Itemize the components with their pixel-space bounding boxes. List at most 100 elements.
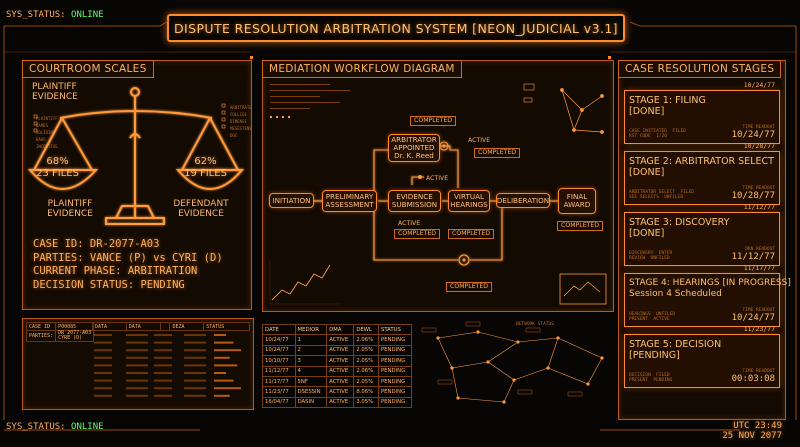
table-cell: ACTIVE (326, 334, 355, 346)
page-title: DISPUTE RESOLUTION ARBITRATION SYSTEM [N… (167, 14, 625, 42)
panel-title: CASE RESOLUTION STAGES (618, 60, 782, 78)
tag-completed: COMPLETED (446, 282, 493, 292)
table-cell: PENDING (377, 396, 413, 409)
table-cell: ACTIVE (326, 344, 355, 357)
record-fill-bar (184, 372, 206, 374)
stage-card-decision[interactable]: 11/23/77 STAGE 5: DECISION [PENDING] DEC… (624, 325, 780, 388)
record-fill-bar (94, 364, 112, 367)
record-fill-bar (126, 334, 148, 336)
table-cell: 16/04/77 (262, 396, 296, 409)
panel-title: MEDIATION WORKFLOW DIAGRAM (262, 60, 462, 78)
record-fill-bar (214, 394, 230, 397)
stage-card-hearings[interactable]: 11/17/77 STAGE 4: HEARINGS [IN PROGRESS]… (624, 264, 791, 327)
table-cell: PENDING (377, 355, 413, 367)
record-fill-bar (154, 341, 172, 344)
record-fill-bar (154, 387, 172, 390)
node-deliberation[interactable]: DELIBERATION (496, 193, 550, 208)
record-fill-bar (184, 356, 206, 359)
panel-title: COURTROOM SCALES (22, 60, 154, 78)
tag-completed: COMPLETED (474, 148, 521, 158)
record-fill-bar (94, 356, 112, 359)
table-cell: 3.05% (353, 396, 379, 409)
table-cell: 11/23/77 (262, 386, 296, 398)
stage-card-filing[interactable]: 10/24/77 STAGE 1: FILING [DONE] CASE INI… (624, 81, 780, 144)
table-cell: PENDING (377, 375, 413, 388)
table-cell: 10/24/77 (262, 334, 296, 346)
record-fill-bar (154, 379, 172, 382)
table-cell: 2.06% (353, 334, 379, 346)
table-cell: 2.05% (353, 375, 379, 388)
record-fill-bar (154, 372, 172, 374)
table-cell: ACTIVE (326, 375, 355, 388)
record-fill-bar (214, 349, 241, 352)
record-fill-bar (184, 394, 206, 397)
table-cell: 3 (294, 355, 328, 367)
node-final-award[interactable]: FINAL AWARD (558, 188, 596, 214)
case-info-block: CASE ID: DR-2077-A03 PARTIES: VANCE (P) … (33, 238, 223, 292)
defendant-evidence-label: DEFENDANT EVIDENCE (173, 199, 229, 219)
network-status-label: NETWORK STATUS (516, 322, 554, 327)
record-fill-bar (214, 379, 234, 382)
record-fill-bar (154, 394, 172, 397)
record-fill-bar (154, 349, 172, 352)
workflow-decoration (269, 83, 607, 305)
table-cell: PENDING (377, 344, 413, 357)
table-cell: 10/24/77 (262, 344, 296, 357)
case-parties: PARTIES: VANCE (P) vs CYRI (D) (33, 251, 223, 264)
record-fill-bar (94, 341, 112, 344)
table-cell: 2 (294, 344, 328, 357)
tag-active: ACTIVE (468, 137, 491, 144)
record-fill-bar (184, 341, 206, 344)
table-cell: 8.06% (353, 386, 379, 398)
node-initiation[interactable]: INITIATION (269, 193, 314, 208)
table-cell: ACTIVE (326, 355, 355, 367)
record-fill-bar (184, 379, 206, 382)
sys-status-bottom: SYS_STATUS: ONLINE (6, 422, 104, 432)
record-fill-bar (126, 394, 148, 397)
table-cell: PENDING (377, 386, 413, 398)
table-cell: 5NF (294, 375, 328, 388)
tag-active: ACTIVE (426, 175, 449, 182)
system-clock: UTC 23:49 25 NOV 2077 (722, 421, 782, 441)
stage-card-discovery[interactable]: 11/12/77 STAGE 3: DISCOVERY [DONE] DISCO… (624, 203, 780, 266)
node-arbitrator-appointed[interactable]: ARBITRATOR APPOINTED Dr. K. Reed (388, 134, 440, 162)
node-evidence-submission[interactable]: EVIDENCE SUBMISSION (388, 190, 441, 212)
node-preliminary-assessment[interactable]: PRELIMINARY ASSESSMENT (322, 190, 377, 212)
node-virtual-hearings[interactable]: VIRTUAL HEARINGS (448, 190, 490, 212)
plaintiff-evidence-label: PLAINTIFF EVIDENCE (47, 199, 93, 219)
record-fill-bar (184, 334, 206, 336)
record-fill-bar (154, 356, 172, 359)
record-fill-bar (126, 372, 148, 374)
record-fill-bar (154, 364, 172, 367)
stage-card-arbitrator-select[interactable]: 10/28/77 STAGE 2: ARBITRATOR SELECT [DON… (624, 142, 780, 205)
record-fill-bar (94, 387, 112, 390)
table-cell: DSESSIN (294, 386, 328, 398)
record-fill-bar (184, 364, 206, 367)
scale-legend-right: ARBITRATE COLLIGE DIMENSE MESESTENS DOC (230, 105, 252, 138)
record-fill-bar (214, 364, 238, 367)
record-fill-bar (214, 334, 226, 336)
record-fill-bar (126, 387, 148, 390)
record-fill-bar (184, 387, 206, 390)
table-cell: 2.05% (353, 355, 379, 367)
decision-status: DECISION STATUS: PENDING (33, 278, 185, 291)
courtroom-scales-panel: COURTROOM SCALES (22, 60, 252, 310)
table-cell: PENDING (377, 334, 413, 346)
record-data-table: DATA DATA DEZA STATUS (92, 322, 250, 331)
record-fill-bar (126, 379, 148, 382)
tag-completed: COMPLETED (448, 229, 495, 239)
table-cell: 1 (294, 334, 328, 346)
record-fill-bar (214, 372, 226, 374)
table-cell: 2.05% (353, 344, 379, 357)
record-fill-bar (126, 364, 148, 367)
